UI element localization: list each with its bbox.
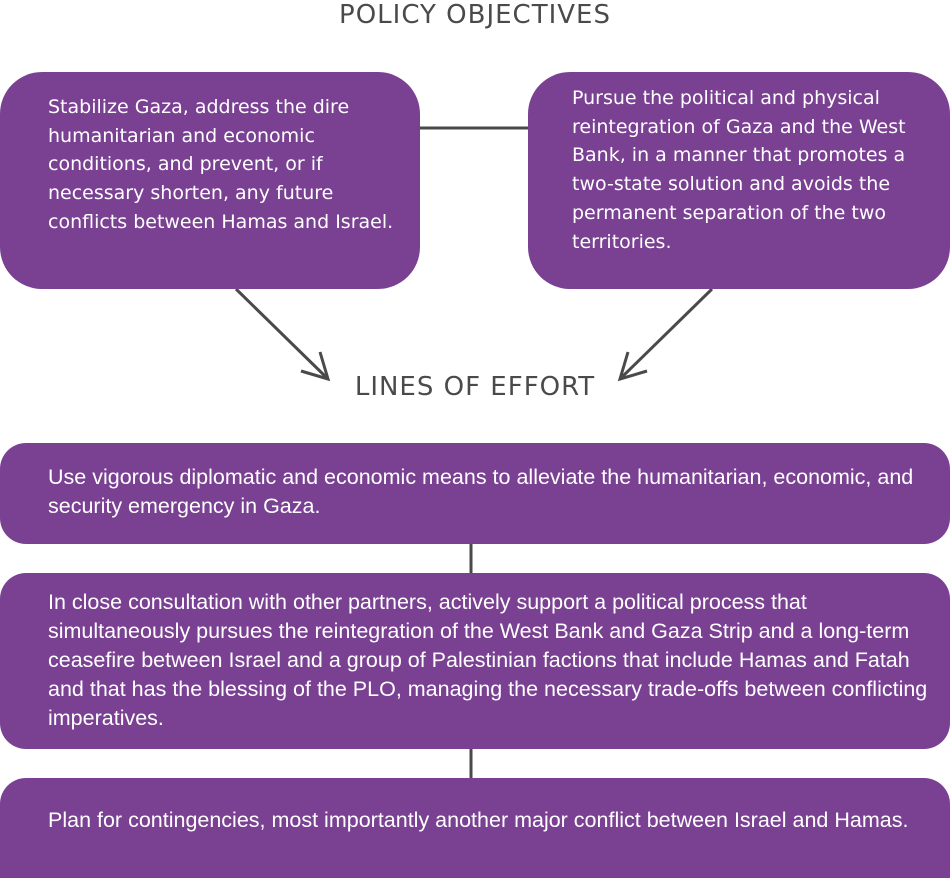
line-of-effort-box: In close consultation with other partner… xyxy=(0,573,950,749)
line-of-effort-box: Plan for contingencies, most importantly… xyxy=(0,778,950,878)
line-of-effort-text: In close consultation with other partner… xyxy=(48,590,928,730)
arrow-left-to-lines-of-effort xyxy=(234,287,331,382)
arrow-right-to-lines-of-effort xyxy=(617,287,714,382)
policy-objective-text: Pursue the political and physical reinte… xyxy=(572,87,906,253)
policy-objective-box: Pursue the political and physical reinte… xyxy=(528,72,950,289)
line-of-effort-text: Plan for contingencies, most importantly… xyxy=(48,808,909,832)
lines-of-effort-heading: LINES OF EFFORT xyxy=(354,372,596,402)
line-of-effort-text: Use vigorous diplomatic and economic mea… xyxy=(48,465,914,518)
policy-objectives-heading: POLICY OBJECTIVES xyxy=(339,0,611,30)
policy-objective-box: Stabilize Gaza, address the dire humanit… xyxy=(0,72,420,289)
policy-objective-text: Stabilize Gaza, address the dire humanit… xyxy=(48,96,394,233)
line-of-effort-box: Use vigorous diplomatic and economic mea… xyxy=(0,443,950,544)
